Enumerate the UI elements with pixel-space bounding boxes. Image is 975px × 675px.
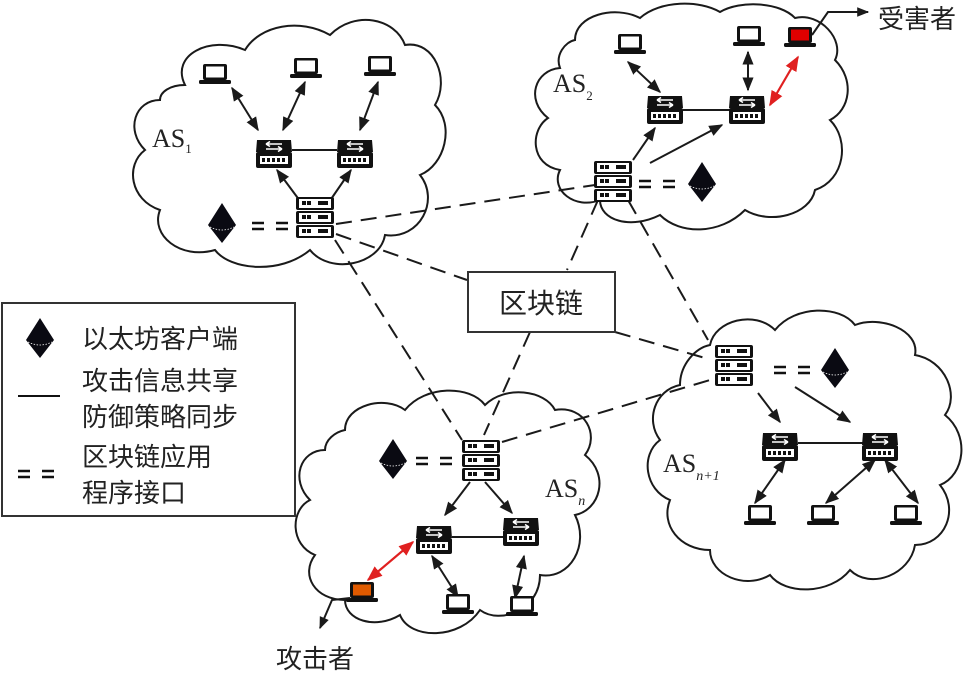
asn-group: ASn 攻击者	[276, 438, 585, 675]
legend-label-solid-2: 防御策略同步	[82, 403, 238, 433]
laptop-icon	[199, 64, 231, 84]
legend: 以太坊客户端 攻击信息共享 防御策略同步 区块链应用 程序接口	[1, 302, 296, 517]
switch-icon	[861, 432, 899, 462]
switch-icon	[761, 432, 799, 462]
switch-icon	[502, 517, 540, 547]
legend-label-ethereum: 以太坊客户端	[82, 325, 238, 355]
laptop-icon	[733, 26, 765, 46]
switch-icon	[336, 139, 374, 169]
as1-group: AS1	[152, 56, 396, 244]
laptop-icon	[807, 505, 839, 525]
laptop-icon	[442, 594, 474, 614]
blockchain-box	[467, 271, 616, 333]
laptop-icon	[614, 34, 646, 54]
switch-icon	[646, 95, 684, 125]
legend-label-solid-1: 攻击信息共享	[82, 367, 238, 397]
legend-label-api-2: 程序接口	[82, 479, 186, 509]
victim-laptop[interactable]	[784, 27, 816, 47]
asn-label: ASn	[545, 474, 585, 509]
as2-group: AS2 受害者	[553, 5, 956, 203]
laptop-icon	[364, 56, 396, 76]
victim-label: 受害者	[878, 5, 956, 35]
asn1-label: ASn+1	[663, 449, 720, 484]
as1-label: AS1	[152, 124, 192, 156]
server-icon	[715, 345, 753, 386]
legend-label-api-1: 区块链应用	[82, 443, 212, 473]
switch-icon	[415, 525, 453, 555]
switch-icon	[728, 95, 766, 125]
laptop-icon	[290, 58, 322, 78]
laptop-icon	[890, 505, 922, 525]
server-icon	[296, 197, 334, 238]
asn1-group: ASn+1	[663, 345, 922, 525]
server-icon	[594, 161, 632, 202]
laptop-icon	[506, 596, 538, 616]
laptop-icon	[744, 505, 776, 525]
blockchain-links	[334, 184, 711, 443]
attacker-laptop[interactable]	[346, 582, 378, 602]
attacker-label: 攻击者	[276, 645, 354, 675]
switch-icon	[255, 139, 293, 169]
as2-label: AS2	[553, 69, 593, 103]
blockchain-label: 区块链	[499, 287, 583, 320]
server-icon	[462, 440, 500, 481]
